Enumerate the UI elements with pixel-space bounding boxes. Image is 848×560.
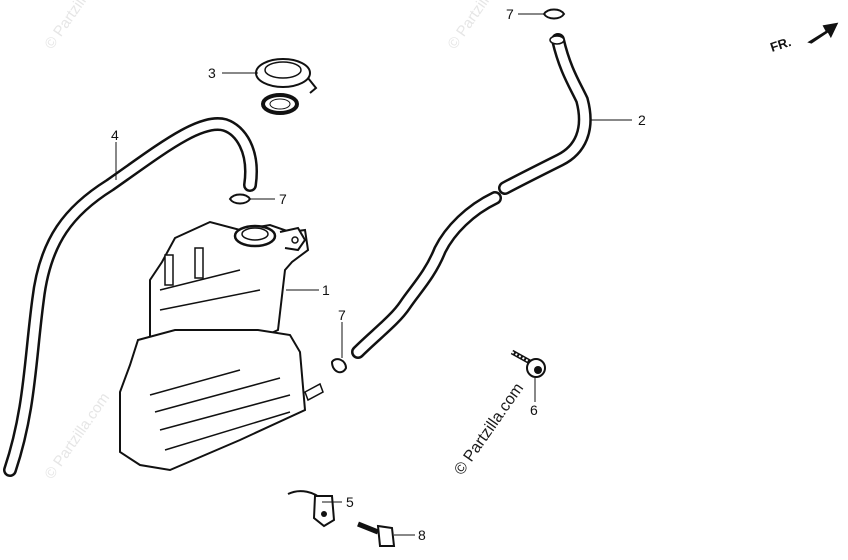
small-bolt-part-8 [357,521,396,547]
callout-1: 1 [322,282,330,298]
clamp-stay-part-5 [287,490,336,528]
cap-part-3 [255,58,318,115]
callout-7-top: 7 [506,6,514,22]
callout-2: 2 [638,112,646,128]
clip-part-7-low [330,358,348,374]
watermark-faint-1: © Partzilla.com [41,0,113,52]
callout-7-mid: 7 [279,191,287,207]
clip-part-7-top [542,8,566,20]
callout-3: 3 [208,65,216,81]
overflow-tube-part-2 [351,33,592,359]
watermark-faint-3: © Partzilla.com [41,390,113,483]
callout-6: 6 [530,402,538,418]
clip-part-7-mid [228,193,252,205]
callout-7-low: 7 [338,307,346,323]
callout-5: 5 [346,494,354,510]
watermark-main: © Partzilla.com [451,380,527,478]
callout-8: 8 [418,527,426,543]
front-arrow-icon [807,22,839,44]
callout-4: 4 [111,127,119,143]
reserve-tank-part-1 [119,220,324,472]
front-direction-marker: FR. [768,22,839,55]
front-label: FR. [768,34,793,55]
leader-lines [115,13,632,536]
flange-bolt-part-6 [510,349,546,378]
siphon-tube-part-4 [3,117,258,477]
